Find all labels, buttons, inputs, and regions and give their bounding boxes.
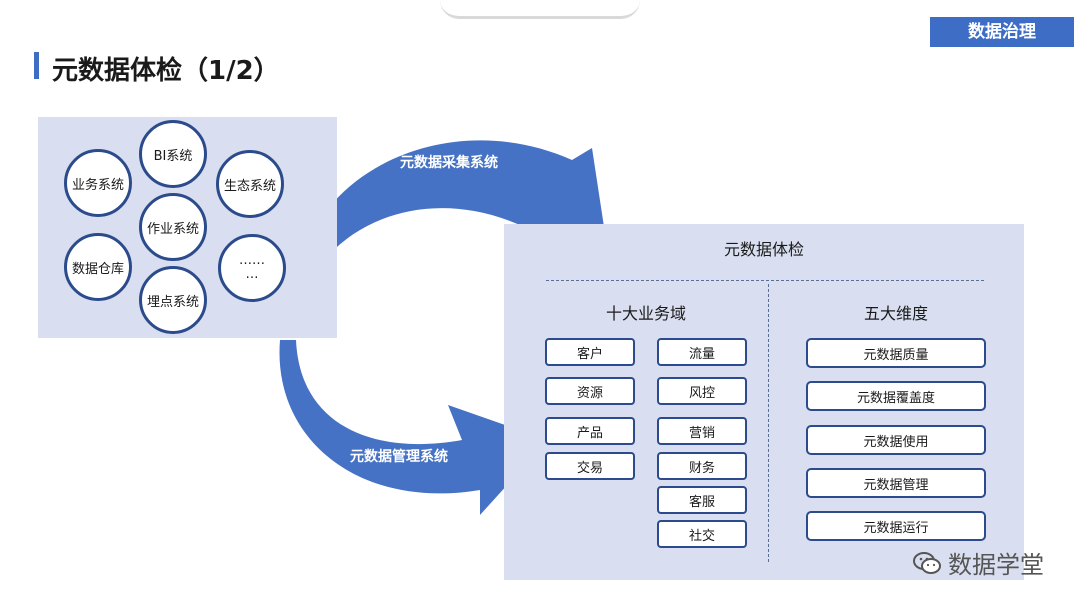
domain-box: 营销 — [657, 417, 747, 445]
manage-arrow-label: 元数据管理系统 — [350, 449, 448, 465]
dimension-box: 元数据质量 — [806, 338, 986, 368]
title-accent-bar — [34, 52, 39, 79]
panel-title: 元数据体检 — [723, 240, 804, 259]
domain-box: 流量 — [657, 338, 747, 366]
domain-box: 财务 — [657, 452, 747, 480]
domain-box: 资源 — [545, 377, 635, 405]
manage-arrow — [279, 340, 548, 515]
domain-box: 客户 — [545, 338, 635, 366]
source-circle: 业务系统 — [64, 149, 132, 217]
page-title: 元数据体检（1/2） — [52, 56, 280, 86]
collect-arrow-label: 元数据采集系统 — [400, 155, 498, 171]
dimensions-heading: 五大维度 — [863, 304, 928, 323]
domain-box: 客服 — [657, 486, 747, 514]
divider-horizontal — [546, 280, 984, 281]
source-circle: 作业系统 — [139, 193, 207, 261]
divider-vertical — [768, 284, 769, 562]
watermark: 数据学堂 — [912, 545, 1044, 580]
domain-box: 产品 — [545, 417, 635, 445]
dimension-box: 元数据运行 — [806, 511, 986, 541]
source-circle: 数据仓库 — [64, 233, 132, 301]
dimension-box: 元数据使用 — [806, 425, 986, 455]
collect-arrow — [300, 140, 606, 268]
watermark-text: 数据学堂 — [948, 551, 1044, 579]
dimension-box: 元数据覆盖度 — [806, 381, 986, 411]
section-tag: 数据治理 — [930, 17, 1074, 47]
domain-box: 风控 — [657, 377, 747, 405]
dimension-box: 元数据管理 — [806, 468, 986, 498]
source-circle: BI系统 — [139, 120, 207, 188]
source-circle: 生态系统 — [216, 150, 284, 218]
wechat-icon — [913, 551, 941, 574]
domains-heading: 十大业务域 — [605, 304, 686, 323]
source-circle: 埋点系统 — [139, 266, 207, 334]
source-circle-ellipsis: …… … — [218, 234, 286, 302]
top-shadow — [440, 0, 640, 19]
domain-box: 社交 — [657, 520, 747, 548]
domain-box: 交易 — [545, 452, 635, 480]
